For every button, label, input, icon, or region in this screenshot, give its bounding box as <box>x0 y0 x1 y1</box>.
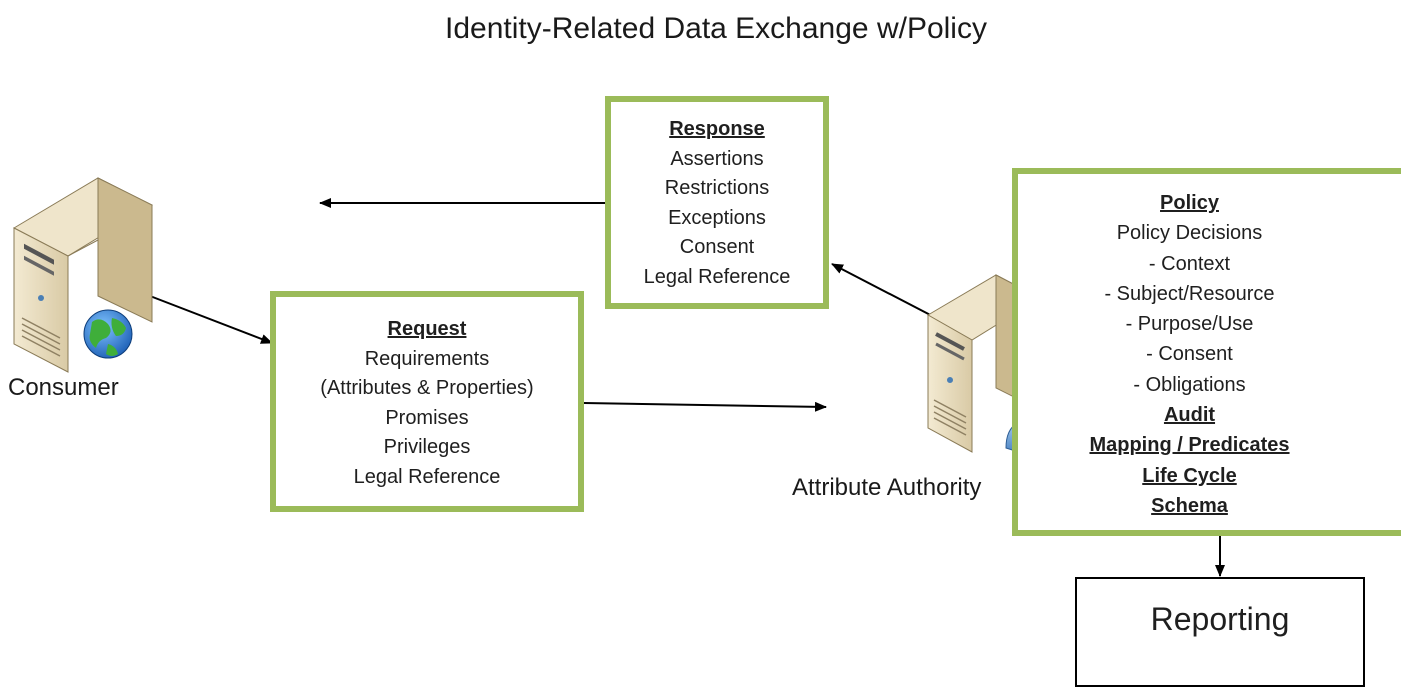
attribute-authority-label: Attribute Authority <box>792 474 982 501</box>
authority-to-response-arrow <box>831 263 941 321</box>
request-item: (Attributes & Properties) <box>320 377 534 399</box>
diagram-title: Identity-Related Data Exchange w/Policy <box>445 12 987 45</box>
policy-item: Policy Decisions <box>1116 222 1263 245</box>
policy-item: - Context <box>1148 252 1231 275</box>
response-box: Response Assertions Restrictions Excepti… <box>605 96 829 309</box>
response-item: Legal Reference <box>643 265 791 288</box>
response-item: Assertions <box>670 147 764 170</box>
policy-item: - Obligations <box>1133 373 1246 396</box>
response-item: Consent <box>679 236 755 258</box>
globe-icon <box>83 309 133 359</box>
consumer-label: Consumer <box>8 374 119 401</box>
response-item: Restrictions <box>664 177 770 199</box>
response-item: Exceptions <box>668 206 766 229</box>
reporting-box: Reporting <box>1075 577 1365 687</box>
policy-box: Policy Policy Decisions - Context - Subj… <box>1012 168 1401 536</box>
policy-section-mapping: Mapping / Predicates <box>1089 434 1290 457</box>
consumer-to-request-arrow <box>149 295 273 344</box>
request-heading: Request <box>387 318 467 340</box>
policy-section-schema: Schema <box>1151 494 1228 517</box>
request-box: Request Requirements (Attributes & Prope… <box>270 291 584 512</box>
request-item: Legal Reference <box>353 465 501 488</box>
request-to-authority-arrow <box>583 401 827 412</box>
policy-section-lifecycle: Life Cycle <box>1142 464 1237 487</box>
policy-section-audit: Audit <box>1163 404 1216 427</box>
response-heading: Response <box>669 118 765 140</box>
policy-item: - Consent <box>1146 343 1233 366</box>
policy-item: - Subject/Resource <box>1104 282 1275 305</box>
request-item: Promises <box>385 406 469 429</box>
request-item: Requirements <box>364 347 490 370</box>
policy-heading: Policy <box>1160 192 1219 214</box>
request-item: Privileges <box>383 436 471 458</box>
connector-layer <box>12 177 1225 577</box>
consumer-server-icon <box>12 177 154 373</box>
policy-item: - Purpose/Use <box>1125 313 1254 336</box>
